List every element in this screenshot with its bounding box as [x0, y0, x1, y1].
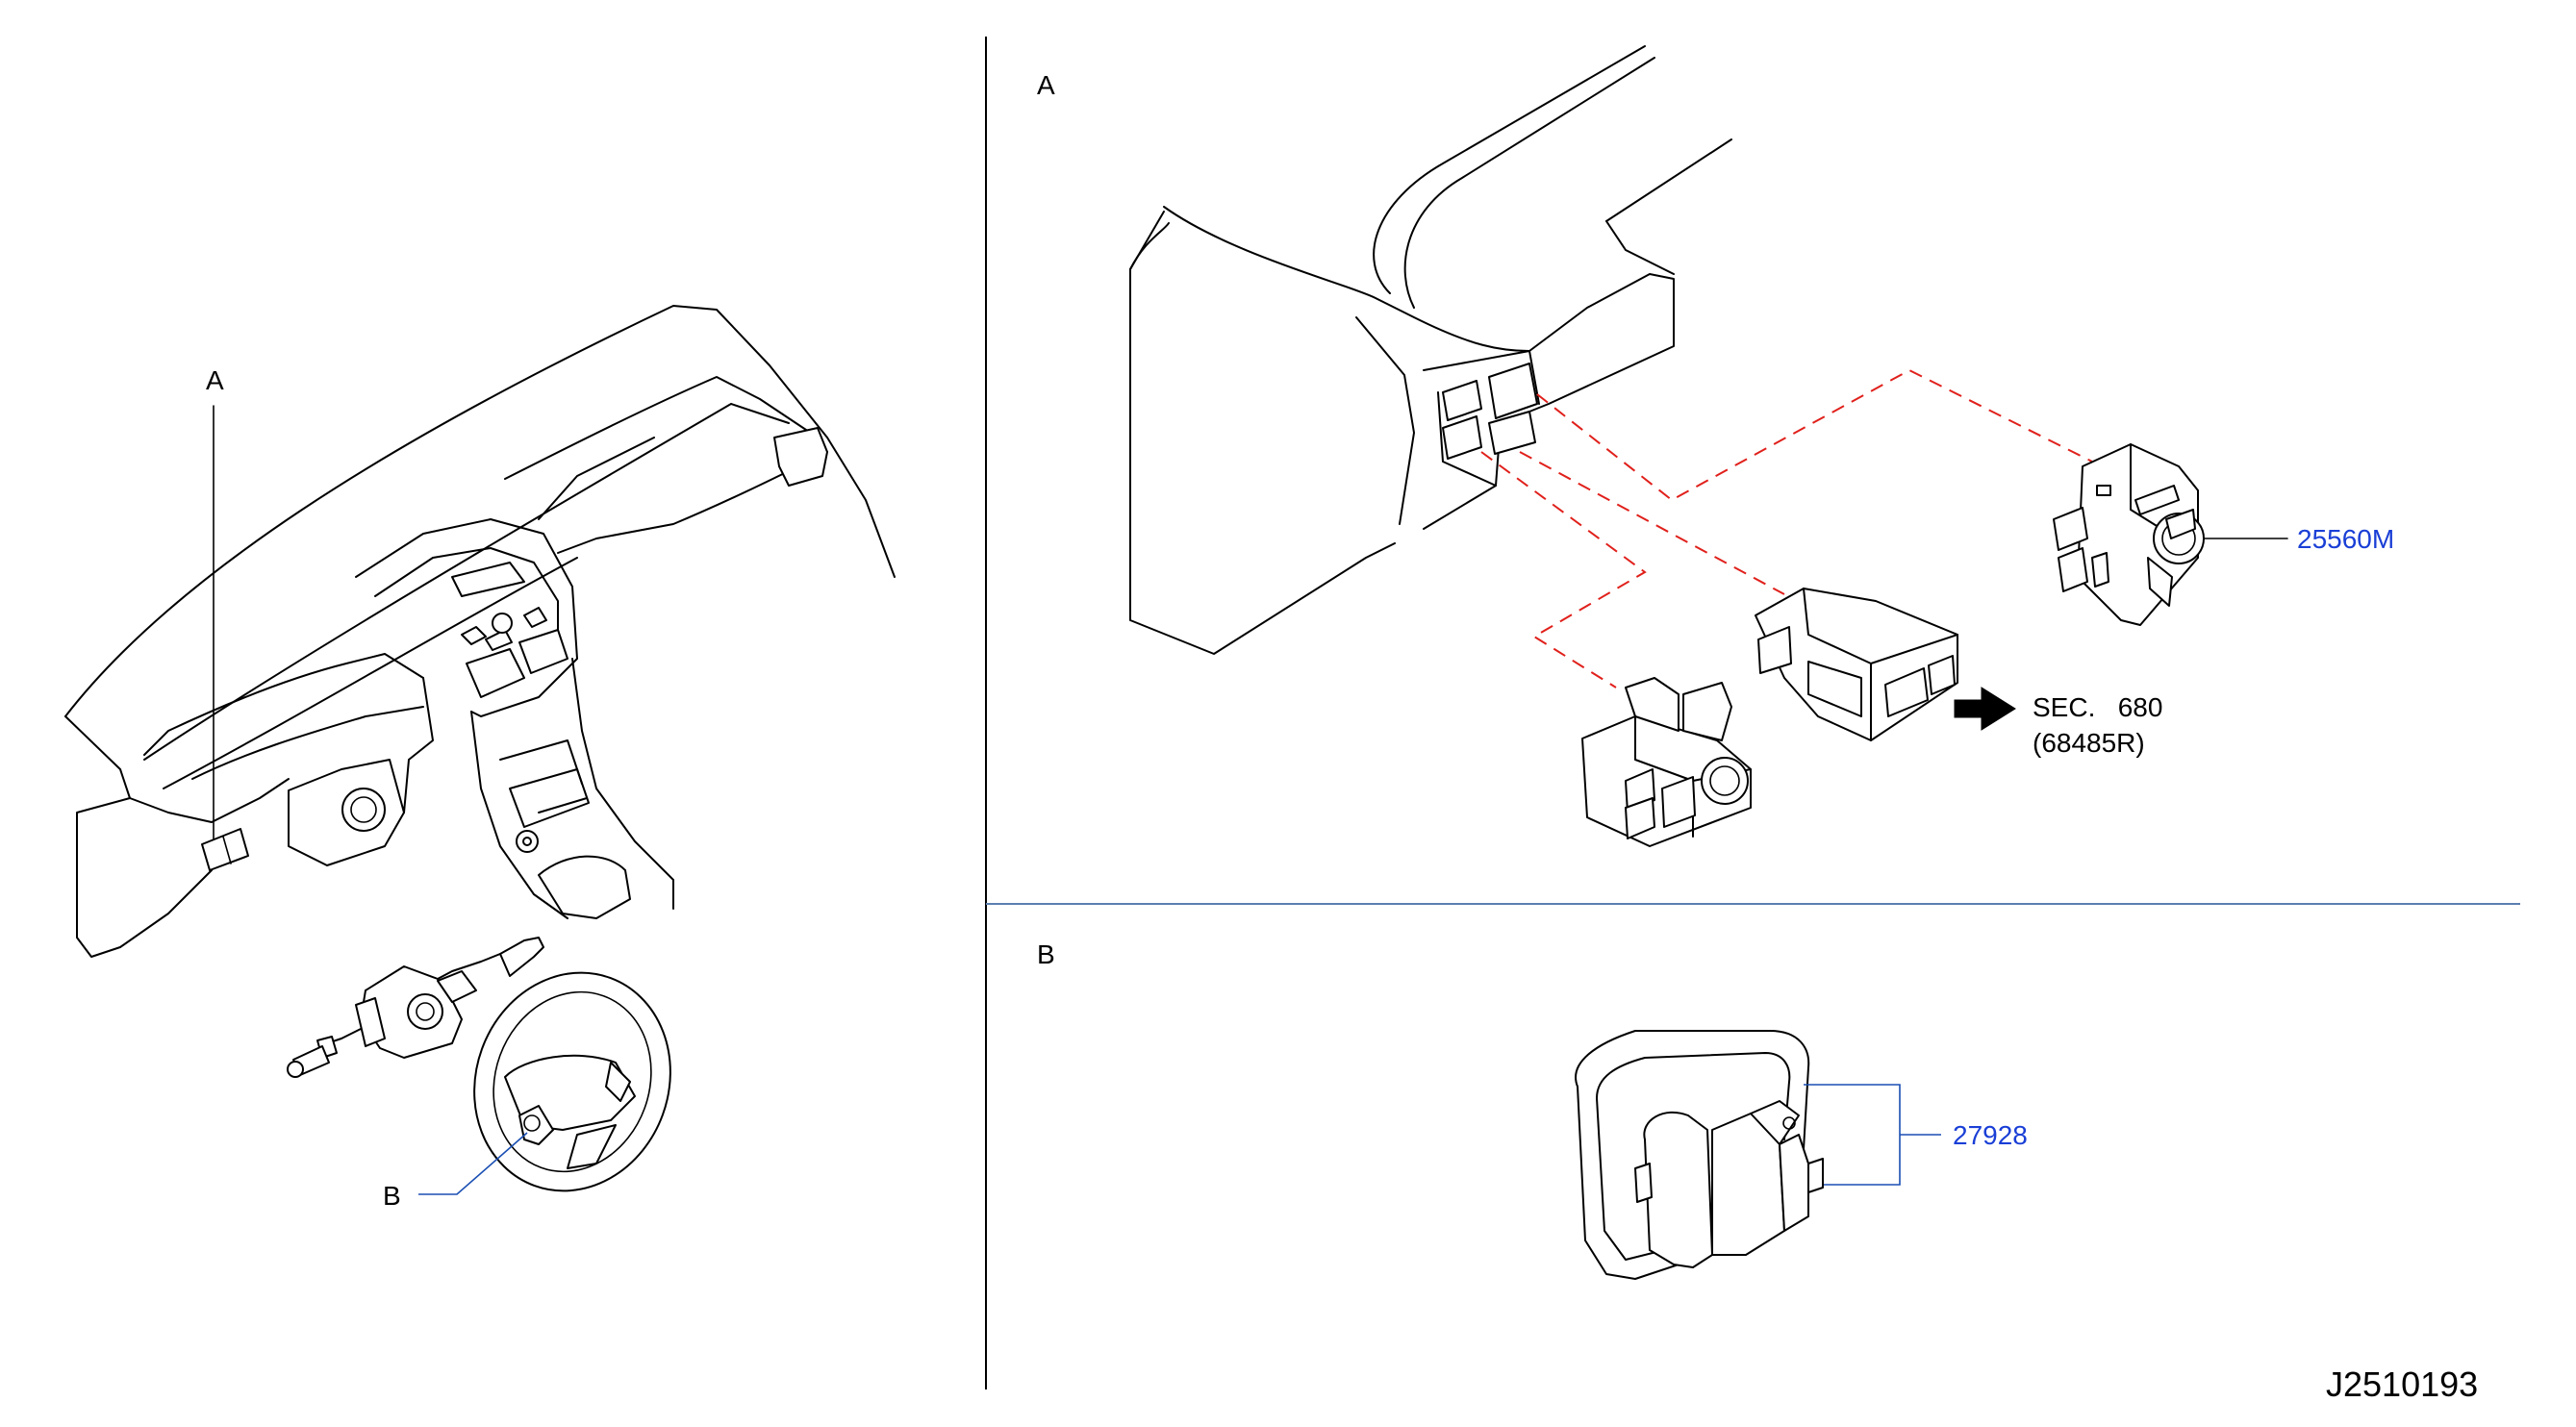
detail-a-label: A [1037, 70, 1055, 100]
switch-sec680-illustration [1755, 588, 1958, 741]
detail-b-label: B [1037, 939, 1055, 969]
switch-25560m-illustration [2053, 443, 2205, 626]
section-arrow-icon [1954, 687, 2016, 731]
diagram-code: J2510193 [2326, 1364, 2478, 1404]
part-25560m-number: 25560M [2297, 524, 2394, 554]
callout-b-leader [418, 1132, 528, 1195]
dash-panel-detail-illustration [1129, 45, 1732, 655]
hidden-line-to-lower-switch [1480, 451, 1647, 688]
hidden-line-to-25560m [1536, 368, 2093, 502]
dashboard-overview-illustration [64, 305, 896, 958]
steering-wheel-illustration [473, 971, 671, 1192]
section-ref-68485r: (68485R) [2033, 728, 2145, 758]
callout-a-label: A [206, 365, 224, 395]
part-27928-number: 27928 [1953, 1120, 2028, 1150]
callout-b-label: B [383, 1181, 401, 1211]
combination-switch-illustration [287, 937, 544, 1078]
steering-switch-27928-illustration [1575, 1030, 1824, 1280]
part-27928-leader [1804, 1084, 1941, 1186]
switch-lower-illustration [1581, 677, 1752, 847]
section-ref-sec680: SEC. 680 [2033, 692, 2162, 722]
hidden-line-to-sec680-switch [1519, 451, 1785, 595]
